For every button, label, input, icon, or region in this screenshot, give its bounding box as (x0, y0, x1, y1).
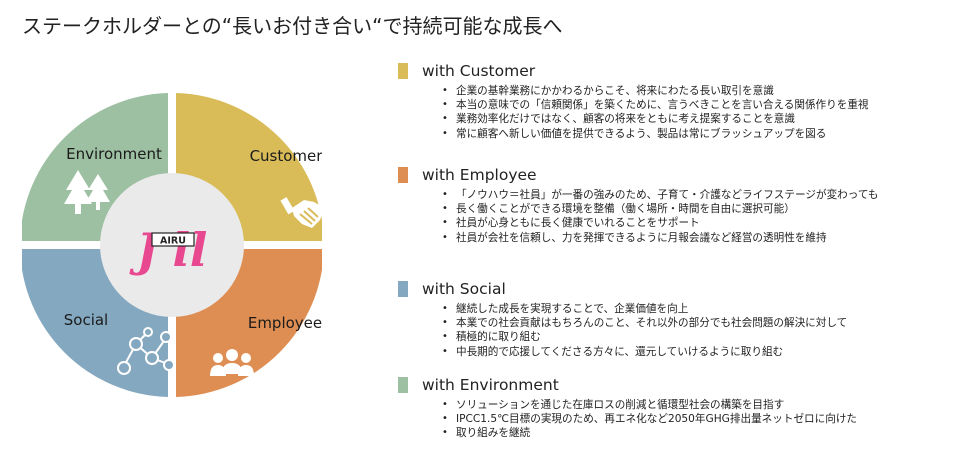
section-title: with Customer (422, 62, 536, 80)
section-marker (398, 63, 408, 79)
logo-label-box (151, 232, 195, 247)
section-title: with Social (422, 280, 506, 298)
section-customer: with Customer 企業の基幹業務にかかわるからこそ、将来にわたる長い取… (398, 60, 953, 141)
bullet-item: 「ノウハウ＝社員」が一番の強みのため、子育て・介護などライフステージが変わっても (442, 188, 953, 202)
bullet-item: 本業での社会貢献はもちろんのこと、それ以外の部分でも社会問題の解決に対して (442, 316, 953, 330)
logo-script: J'll (129, 223, 208, 277)
section-marker (398, 377, 408, 393)
section-marker (398, 167, 408, 183)
bullet-item: IPCC1.5℃目標の実現のため、再エネ化など2050年GHG排出量ネットゼロに… (442, 412, 953, 426)
bullet-list: 企業の基幹業務にかかわるからこそ、将来にわたる長い取引を意識 本当の意味での「信… (398, 84, 953, 141)
bullet-list: 継続した成長を実現することで、企業価値を向上 本業での社会貢献はもちろんのこと、… (398, 302, 953, 359)
page-title: ステークホルダーとの“長いお付き合い“で持続可能な成長へ (22, 14, 563, 38)
bullet-item: ソリューションを通じた在庫ロスの削減と循環型社会の構築を目指す (442, 398, 953, 412)
section-social: with Social 継続した成長を実現することで、企業価値を向上 本業での社… (398, 278, 953, 359)
bullet-item: 企業の基幹業務にかかわるからこそ、将来にわたる長い取引を意識 (442, 84, 953, 98)
bullet-item: 取り組みを継続 (442, 426, 953, 440)
bullet-item: 積極的に取り組む (442, 330, 953, 344)
company-logo: J'll AIRU (129, 223, 208, 277)
logo-label: AIRU (160, 236, 186, 247)
segment-label-customer: Customer (250, 147, 322, 165)
section-title: with Employee (422, 166, 537, 184)
bullet-item: 業務効率化だけではなく、顧客の将来をともに考え提案することを意識 (442, 112, 953, 126)
section-marker (398, 281, 408, 297)
segment-label-environment: Environment (66, 145, 162, 163)
bullet-item: 継続した成長を実現することで、企業価値を向上 (442, 302, 953, 316)
section-environment: with Environment ソリューションを通じた在庫ロスの削減と循環型社… (398, 374, 953, 441)
bullet-item: 長く働くことができる環境を整備（働く場所・時間を自由に選択可能） (442, 202, 953, 216)
network-icon (117, 327, 175, 375)
section-employee: with Employee 「ノウハウ＝社員」が一番の強みのため、子育て・介護な… (398, 164, 953, 245)
handshake-icon (280, 197, 322, 228)
bullet-item: 本当の意味での「信頼関係」を築くために、言うべきことを言い合える関係作りを重視 (442, 98, 953, 112)
bullet-item: 中長期的で応援してくださる方々に、還元していけるように取り組む (442, 345, 953, 359)
people-icon (210, 349, 254, 376)
segment-label-employee: Employee (248, 314, 322, 332)
bullet-list: 「ノウハウ＝社員」が一番の強みのため、子育て・介護などライフステージが変わっても… (398, 188, 953, 245)
section-title: with Environment (422, 376, 559, 394)
bullet-item: 社員が会社を信頼し、力を発揮できるように月報会議など経営の透明性を維持 (442, 231, 953, 245)
bullet-item: 社員が心身ともに長く健康でいれることをサポート (442, 216, 953, 230)
bullet-item: 常に顧客へ新しい価値を提供できるよう、製品は常にブラッシュアップを図る (442, 127, 953, 141)
segment-label-social: Social (64, 311, 108, 329)
bullet-list: ソリューションを通じた在庫ロスの削減と循環型社会の構築を目指す IPCC1.5℃… (398, 398, 953, 441)
trees-icon (64, 170, 110, 214)
